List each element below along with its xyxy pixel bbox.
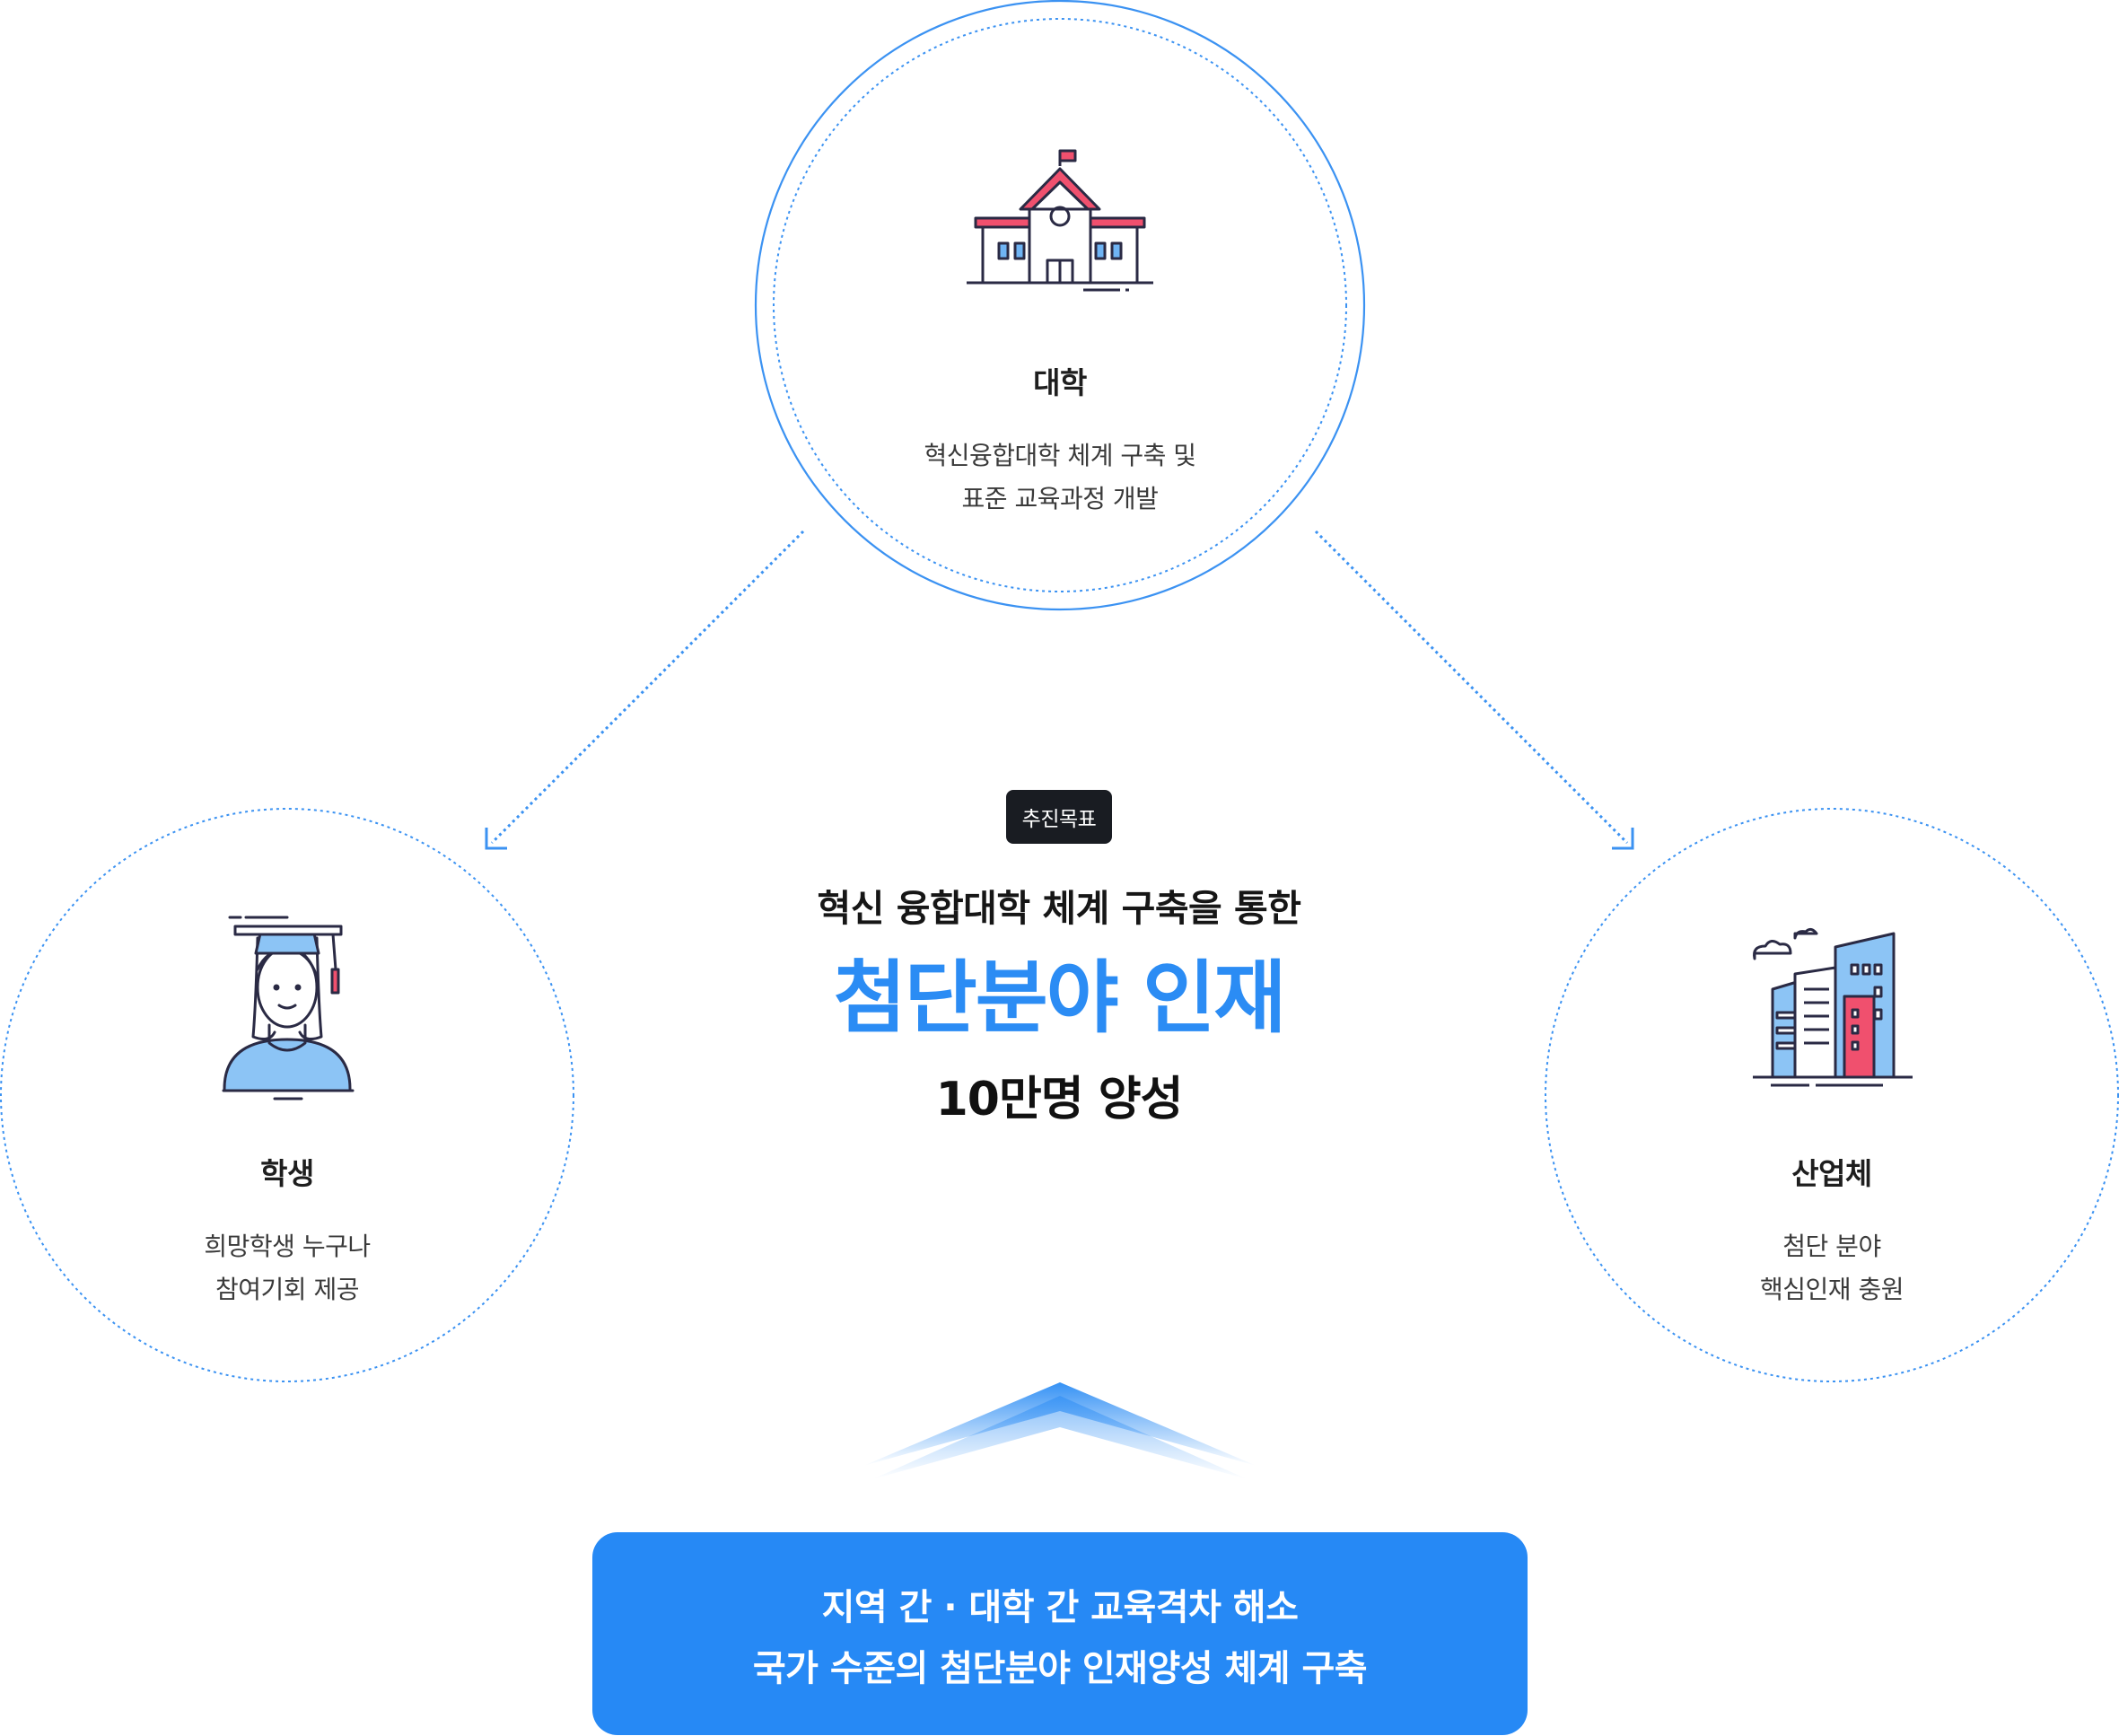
industry-desc: 첨단 분야 핵심인재 충원 bbox=[1607, 1225, 2056, 1311]
graduate-student-icon bbox=[222, 916, 355, 1100]
student-node: 학생 희망학생 누구나 참여기회 제공 bbox=[63, 1150, 512, 1311]
goal-count: 10만명 양성 bbox=[935, 1073, 1184, 1127]
university-circle bbox=[755, 0, 1365, 610]
goal-badge: 추진목표 bbox=[1005, 790, 1113, 844]
goal-subtitle: 혁신 융합대학 체계 구축을 통한 bbox=[817, 887, 1301, 930]
industry-node: 산업체 첨단 분야 핵심인재 충원 bbox=[1607, 1150, 2056, 1311]
industry-desc-line-2: 핵심인재 충원 bbox=[1760, 1275, 1904, 1304]
university-building-icon bbox=[967, 149, 1153, 292]
city-buildings-icon bbox=[1753, 927, 1913, 1087]
university-desc-line-1: 혁신융합대학 체계 구축 및 bbox=[924, 441, 1196, 470]
university-node: 대학 혁신융합대학 체계 구축 및 표준 교육과정 개발 bbox=[836, 359, 1284, 521]
university-title: 대학 bbox=[1033, 365, 1087, 400]
student-circle bbox=[0, 808, 574, 1382]
university-desc-line-2: 표준 교육과정 개발 bbox=[961, 484, 1159, 513]
summary-line-2: 국가 수준의 첨단분야 인재양성 체계 구축 bbox=[752, 1648, 1368, 1689]
connector-left bbox=[485, 530, 805, 850]
industry-circle bbox=[1545, 808, 2119, 1382]
university-desc: 혁신융합대학 체계 구축 및 표준 교육과정 개발 bbox=[836, 434, 1284, 521]
summary-box: 지역 간 · 대학 간 교육격차 해소 국가 수준의 첨단분야 인재양성 체계 … bbox=[592, 1532, 1528, 1735]
student-desc-line-1: 희망학생 누구나 bbox=[204, 1232, 371, 1261]
student-title: 학생 bbox=[260, 1156, 314, 1191]
connector-right bbox=[1314, 530, 1634, 850]
summary-line-1: 지역 간 · 대학 간 교육격차 해소 bbox=[821, 1587, 1299, 1628]
student-desc: 희망학생 누구나 참여기회 제공 bbox=[63, 1225, 512, 1311]
up-chevron-icon bbox=[863, 1382, 1257, 1479]
industry-title: 산업체 bbox=[1791, 1156, 1872, 1191]
student-desc-line-2: 참여기회 제공 bbox=[215, 1275, 359, 1304]
goal-headline: 첨단분야 인재 bbox=[833, 951, 1286, 1044]
goal-block: 추진목표 혁신 융합대학 체계 구축을 통한 첨단분야 인재 10만명 양성 bbox=[700, 790, 1418, 1128]
industry-desc-line-1: 첨단 분야 bbox=[1782, 1232, 1881, 1261]
